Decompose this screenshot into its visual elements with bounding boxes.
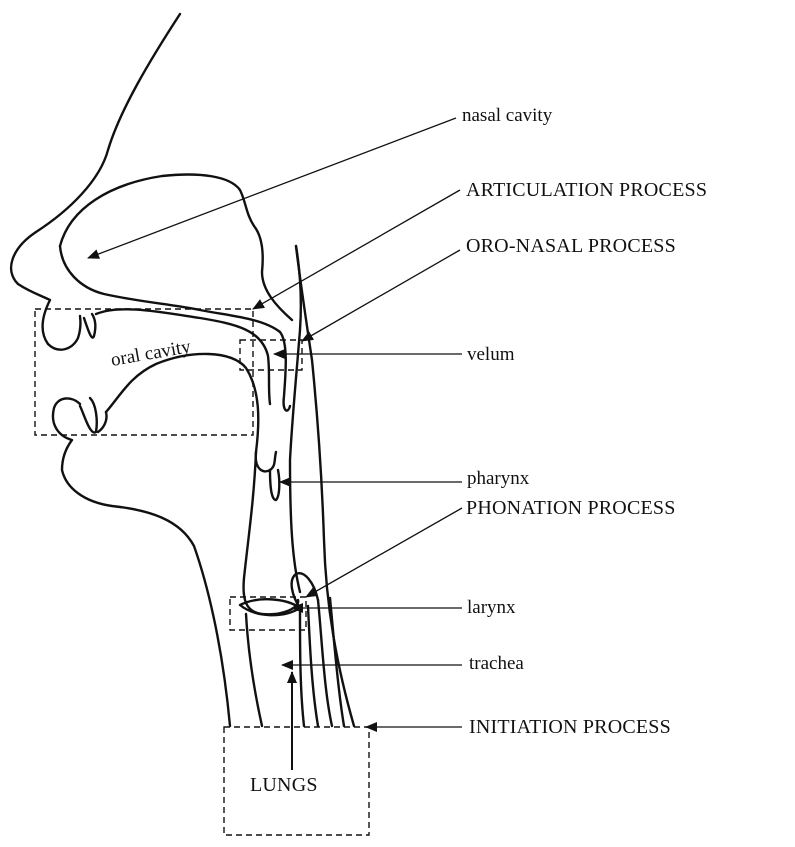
face-profile-upper [11,14,180,350]
arytenoid [292,573,318,608]
nasal-cavity-outline [60,175,292,320]
label-lungs: LUNGS [250,774,318,796]
pharynx-back-wall [290,246,301,592]
trachea-front-wall [246,614,262,726]
velum-box [240,340,302,370]
tongue [106,354,276,471]
label-larynx: larynx [467,597,516,618]
oesophagus [308,600,332,726]
upper-teeth [84,314,95,338]
phonation-pointer [306,508,462,597]
oro-nasal-pointer [302,250,460,341]
articulation-pointer [253,190,460,309]
lower-teeth [80,398,107,432]
trachea-back-wall [300,612,304,726]
label-pharynx: pharynx [467,468,530,489]
label-velum: velum [467,344,515,365]
label-trachea: trachea [469,653,524,674]
face-profile-lower [53,398,230,726]
label-oro-nasal-process: ORO-NASAL PROCESS [466,235,676,257]
epiglottis [270,470,279,500]
label-nasal-cavity: nasal cavity [462,105,553,126]
label-initiation-process: INITIATION PROCESS [469,716,671,738]
pointer-lines [88,118,462,770]
neck-back [296,246,354,726]
oesophagus-back-wall [330,598,344,726]
nasal-cavity-pointer [88,118,456,258]
label-articulation-process: ARTICULATION PROCESS [466,179,707,201]
label-phonation-process: PHONATION PROCESS [466,497,676,519]
